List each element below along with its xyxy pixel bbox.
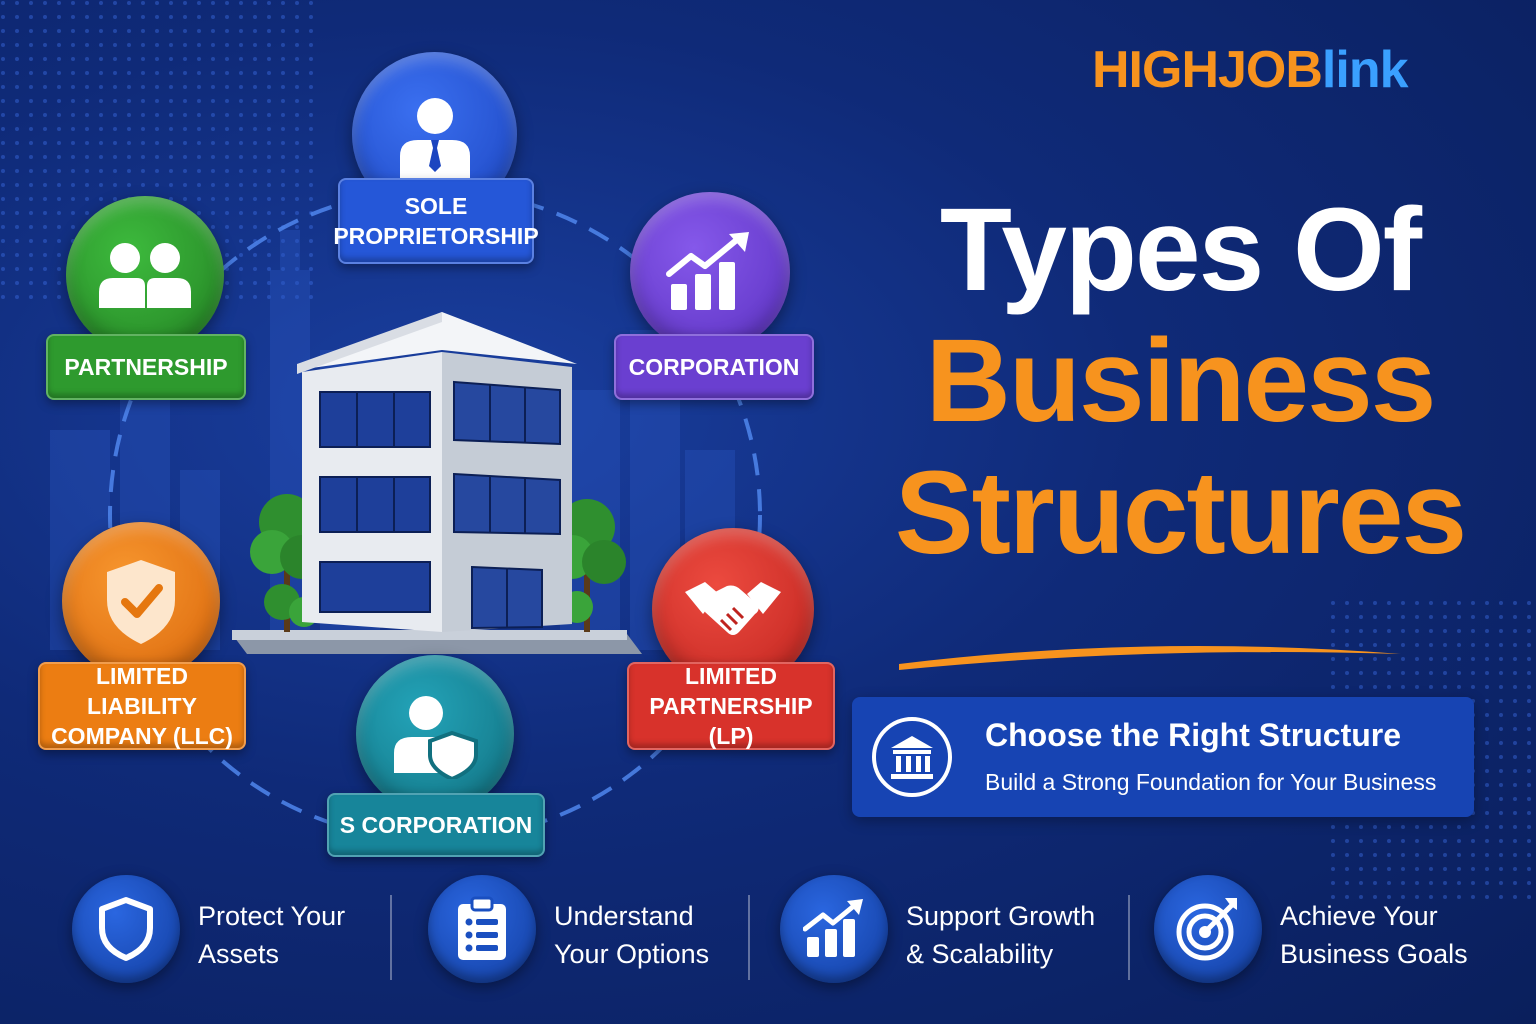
feature-icon-wrap — [780, 875, 888, 983]
bar-chart-icon — [803, 899, 863, 957]
feature-divider — [1128, 895, 1130, 980]
page-title: Types Of Business Structures — [850, 185, 1510, 579]
two-people-icon — [99, 243, 191, 308]
sole-proprietorship-label: SOLE PROPRIETORSHIP — [333, 178, 539, 264]
feature-icon-wrap — [428, 875, 536, 983]
cta-subtitle: Build a Strong Foundation for Your Busin… — [985, 769, 1437, 795]
label-line: SOLE — [404, 193, 468, 219]
title-line-3: Structures — [894, 447, 1467, 579]
feature-line: Your Options — [554, 939, 710, 969]
feature-text: Understand Your Options — [554, 897, 709, 973]
corporation-label: CORPORATION — [614, 334, 814, 400]
label-line: CORPORATION — [628, 354, 800, 380]
feature-line: & Scalability — [906, 939, 1054, 969]
feature-line: Support Growth — [906, 901, 1096, 931]
feature-divider — [390, 895, 392, 980]
llc-circle — [62, 522, 220, 680]
cta-title: Choose the Right Structure — [985, 717, 1402, 753]
s-corporation-circle — [356, 655, 514, 813]
label-line: LIMITED — [685, 663, 777, 689]
handshake-icon — [685, 582, 781, 635]
label-line: PARTNERSHIP (LP) — [649, 693, 813, 749]
growth-chart-icon — [666, 232, 749, 310]
businessman-icon — [399, 97, 470, 178]
feature-icon-wrap — [1154, 875, 1262, 983]
s-corporation-label: S CORPORATION — [327, 793, 545, 857]
brand-part-2: link — [1321, 41, 1409, 99]
label-line: LIMITED LIABILITY — [87, 663, 197, 719]
shield-check-icon — [107, 560, 175, 644]
title-line-1: Types Of — [939, 184, 1422, 316]
feature-line: Assets — [198, 939, 280, 969]
shield-icon — [99, 897, 153, 961]
partnership-label: PARTNERSHIP — [46, 334, 246, 400]
label-line: PARTNERSHIP — [64, 354, 228, 380]
feature-text: Achieve Your Business Goals — [1280, 897, 1468, 973]
label-line: COMPANY (LLC) — [51, 723, 233, 749]
title-underline — [899, 646, 1401, 670]
cta-icon-wrap — [872, 717, 952, 797]
feature-line: Achieve Your — [1280, 901, 1438, 931]
title-line-2: Business — [925, 315, 1437, 447]
brand-logo: HIGHJOBlink — [1092, 40, 1408, 100]
brand-part-1: HIGHJOB — [1092, 41, 1323, 99]
llc-label: LIMITED LIABILITY COMPANY (LLC) — [38, 662, 246, 750]
limited-partnership-label: LIMITED PARTNERSHIP (LP) — [627, 662, 835, 750]
user-shield-icon — [394, 696, 478, 779]
clipboard-list-icon — [458, 896, 506, 960]
label-line: PROPRIETORSHIP — [333, 223, 539, 249]
label-line: S CORPORATION — [339, 812, 533, 838]
feature-text: Support Growth & Scalability — [906, 897, 1095, 973]
feature-divider — [748, 895, 750, 980]
feature-line: Understand — [554, 901, 694, 931]
cta-banner[interactable]: Choose the Right Structure Build a Stron… — [852, 697, 1474, 817]
feature-text: Protect Your Assets — [198, 897, 345, 973]
feature-line: Protect Your — [198, 901, 346, 931]
corporation-circle — [630, 192, 790, 352]
target-icon — [1176, 898, 1237, 961]
partnership-circle — [66, 196, 224, 354]
feature-icon-wrap — [72, 875, 180, 983]
office-building — [232, 312, 642, 654]
bank-icon — [891, 736, 933, 779]
feature-line: Business Goals — [1280, 939, 1468, 969]
